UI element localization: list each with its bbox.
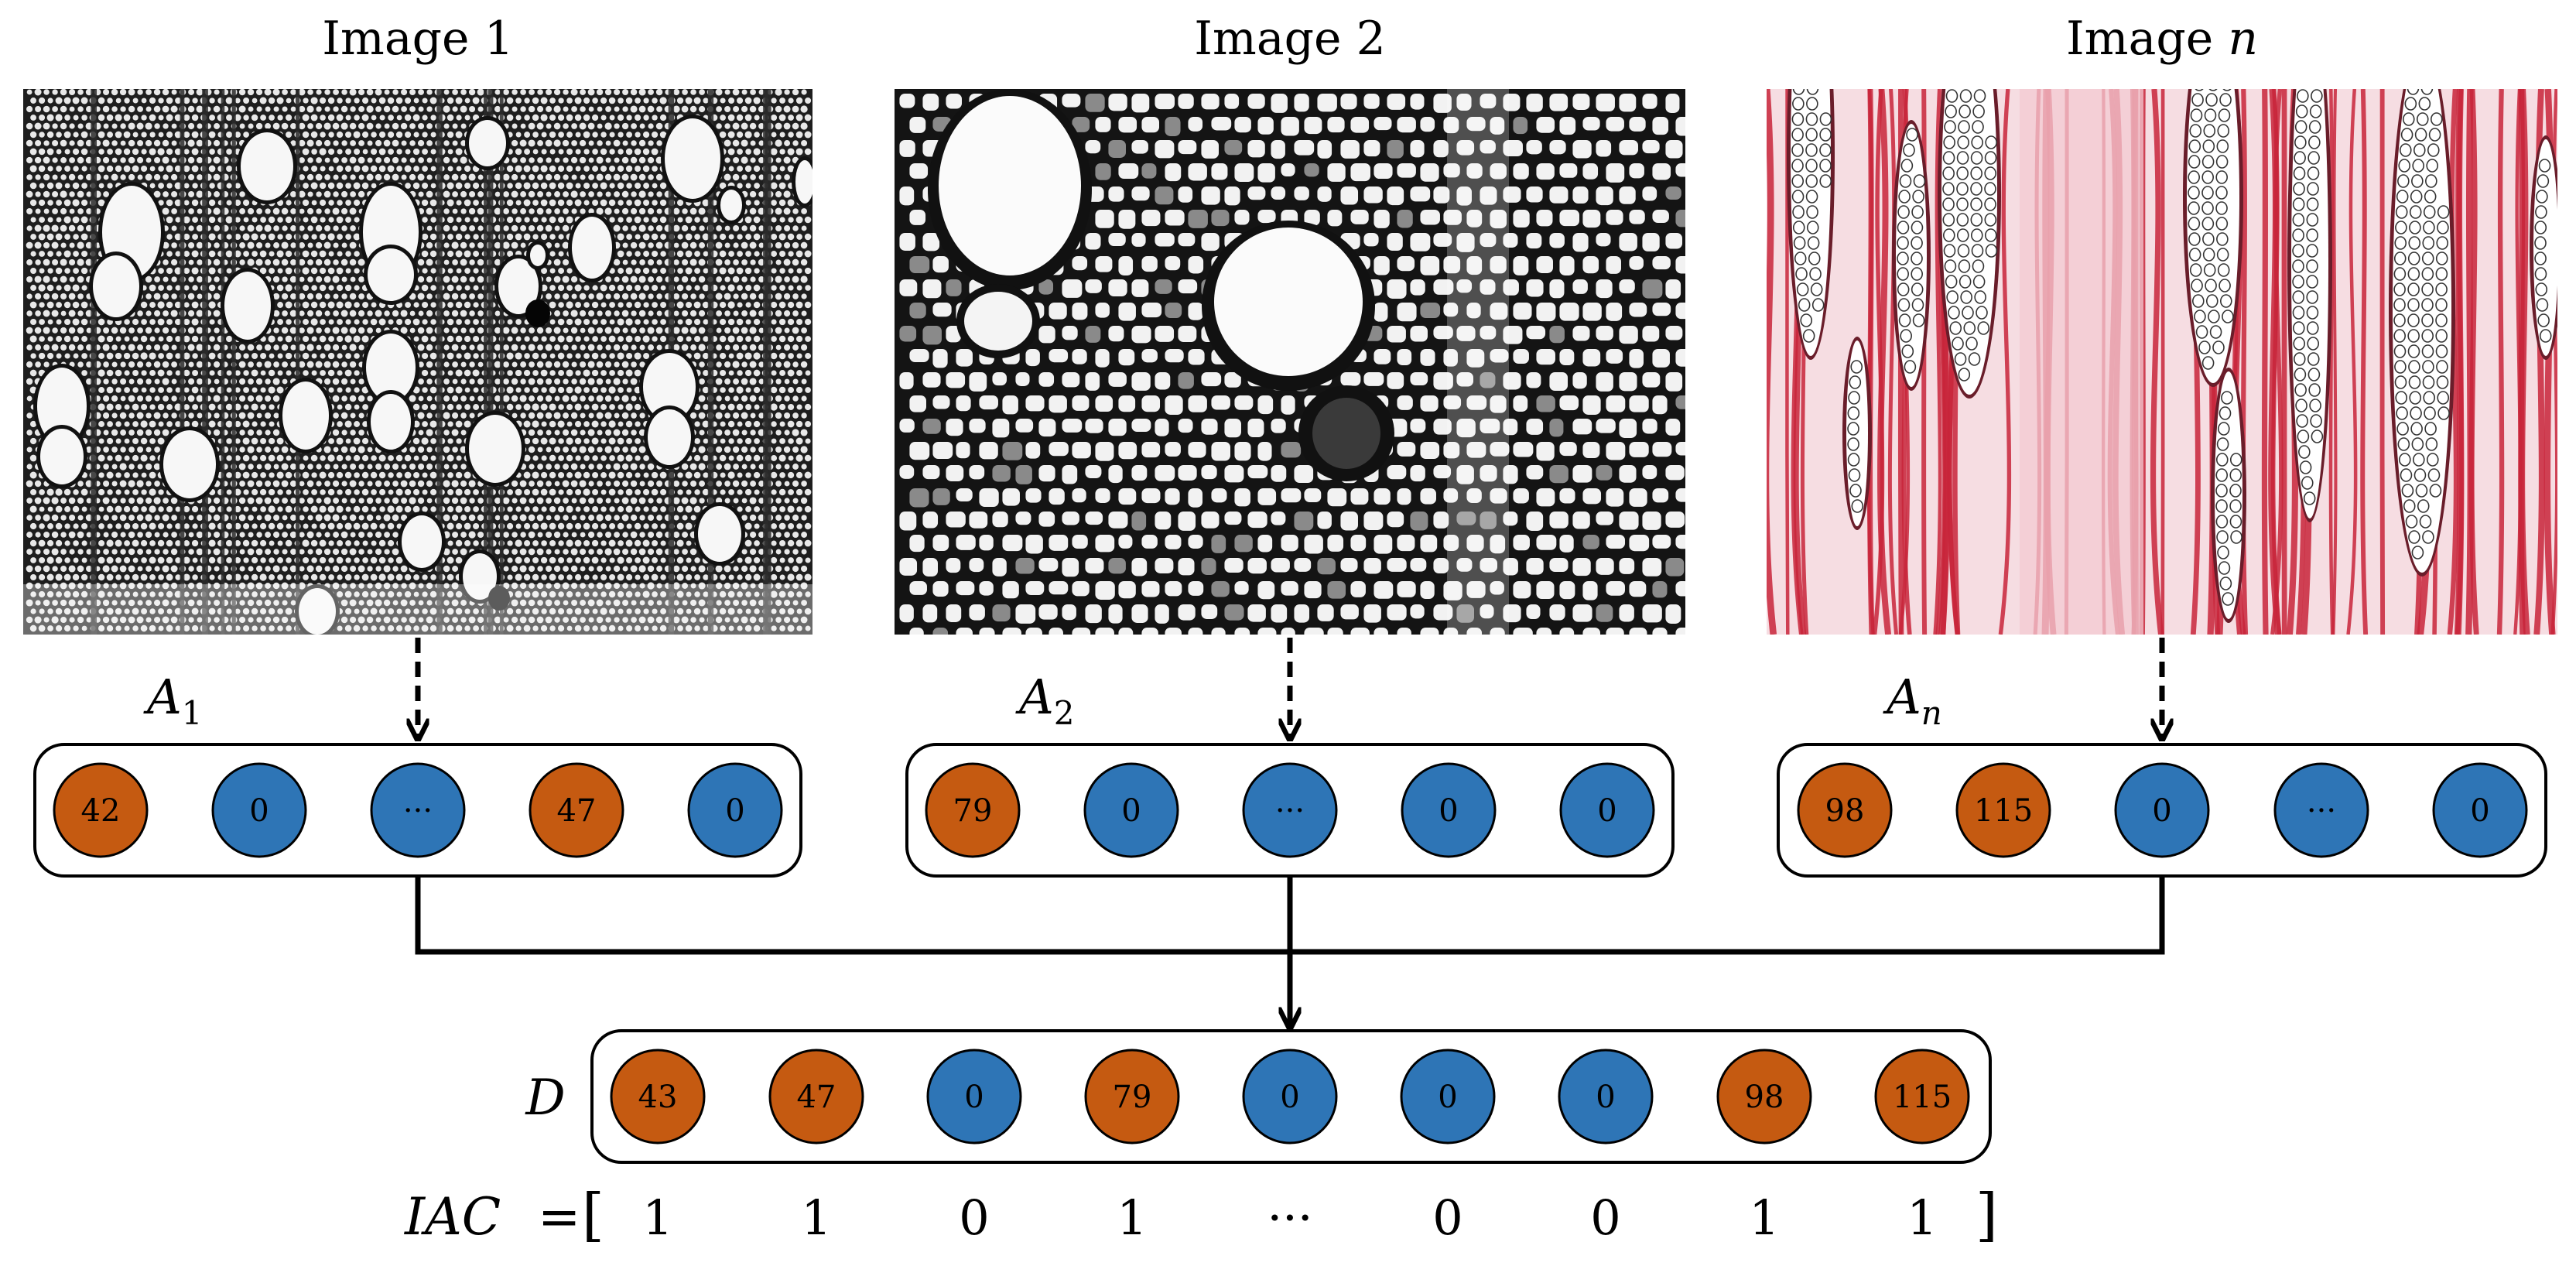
array-1-cell-3-value: ··· — [403, 793, 433, 829]
array-1-cell-5-value: 0 — [725, 793, 744, 829]
image-1-title: Image 1 — [322, 12, 514, 66]
combined-cell-4-orange — [1084, 1049, 1180, 1145]
array-n-cell-2-orange — [1955, 762, 2051, 858]
combined-cell-3-blue — [926, 1049, 1022, 1145]
combined-label: D — [525, 1069, 565, 1127]
array-2-cell-4-blue — [1401, 762, 1497, 858]
combined-cell-2-orange — [768, 1049, 864, 1145]
array-n-label: An — [1883, 669, 1942, 732]
array-2-cell-3-blue — [1242, 762, 1338, 858]
array-2-cells: 79 0 ··· 0 0 — [925, 762, 1655, 858]
iac-value-5: ··· — [1267, 1189, 1312, 1246]
combined-cell-1-value: 43 — [638, 1080, 678, 1115]
array-n-cell-5-value: 0 — [2470, 793, 2489, 829]
combined-cell-9-orange — [1874, 1049, 1970, 1145]
array-2-cell-2-value: 0 — [1121, 793, 1141, 829]
combined-cell-4-value: 79 — [1113, 1080, 1152, 1115]
array-n-cell-4-blue — [2273, 762, 2369, 858]
array-1-cell-3-blue — [370, 762, 466, 858]
array-1-cell-1-value: 42 — [81, 793, 121, 829]
combined-cell-5-blue — [1242, 1049, 1338, 1145]
iac-open-bracket: [ — [582, 1182, 604, 1248]
array-n-cell-1-value: 98 — [1825, 793, 1865, 829]
combined-cell-8-value: 98 — [1745, 1080, 1784, 1115]
array-2-cell-1-value: 79 — [953, 793, 993, 829]
array-2-label: A2 — [1015, 669, 1075, 732]
array-1-cell-2-value: 0 — [249, 793, 269, 829]
combined-cell-7-blue — [1558, 1049, 1654, 1145]
iac-label: IAC — [404, 1187, 501, 1247]
iac-value-1: 1 — [642, 1189, 672, 1246]
array-2-cell-1-orange — [925, 762, 1021, 858]
combined-cell-6-blue — [1400, 1049, 1496, 1145]
iac-value-9: 1 — [1907, 1189, 1937, 1246]
array-1-label: A1 — [143, 669, 203, 732]
image-n-title: Image n — [2066, 12, 2258, 66]
iac-value-7: 0 — [1590, 1189, 1620, 1246]
iac-values: 1 1 0 1 ··· 0 0 1 1 — [642, 1189, 1937, 1246]
combined-cell-8-orange — [1716, 1049, 1812, 1145]
combined-cell-1-orange — [610, 1049, 706, 1145]
iac-value-3: 0 — [959, 1189, 989, 1246]
combined-cell-7-value: 0 — [1596, 1080, 1615, 1115]
array-1-cell-2-blue — [211, 762, 307, 858]
array-1-cells: 42 0 ··· 47 0 — [53, 762, 783, 858]
wood-micrograph-1 — [23, 89, 812, 635]
iac-value-4: 1 — [1117, 1189, 1147, 1246]
array-n-cell-3-value: 0 — [2152, 793, 2171, 829]
combined-cell-9-value: 115 — [1893, 1080, 1952, 1115]
iac-value-8: 1 — [1749, 1189, 1779, 1246]
iac-value-6: 0 — [1432, 1189, 1462, 1246]
combined-cell-6-value: 0 — [1438, 1080, 1457, 1115]
array-n-cell-2-value: 115 — [1974, 793, 2033, 829]
array-n-cells: 98 115 0 ··· 0 — [1797, 762, 2528, 858]
combined-cell-5-value: 0 — [1280, 1080, 1299, 1115]
combined-cell-2-value: 47 — [797, 1080, 836, 1115]
array-1-cell-1-orange — [53, 762, 149, 858]
combined-cells: 43 47 0 79 0 0 0 98 115 — [610, 1049, 1970, 1145]
array-2-cell-5-value: 0 — [1597, 793, 1616, 829]
iac-equals: = — [538, 1187, 580, 1247]
array-1-cell-5-blue — [687, 762, 783, 858]
array-n-cell-4-value: ··· — [2307, 793, 2336, 829]
wood-micrograph-n — [1767, 89, 2557, 635]
wood-micrograph-2 — [895, 89, 1685, 635]
array-2-cell-3-value: ··· — [1275, 793, 1305, 829]
array-1-cell-4-orange — [529, 762, 624, 858]
combined-cell-3-value: 0 — [964, 1080, 984, 1115]
image-2-title: Image 2 — [1194, 12, 1386, 66]
array-2-cell-5-blue — [1559, 762, 1655, 858]
iac-close-bracket: ] — [1976, 1182, 1998, 1248]
iac-value-2: 1 — [801, 1189, 831, 1246]
array-n-cell-5-blue — [2432, 762, 2528, 858]
array-1-cell-4-value: 47 — [557, 793, 597, 829]
array-n-cell-1-orange — [1797, 762, 1893, 858]
array-2-cell-4-value: 0 — [1439, 793, 1458, 829]
array-n-cell-3-blue — [2114, 762, 2210, 858]
array-2-cell-2-blue — [1083, 762, 1179, 858]
